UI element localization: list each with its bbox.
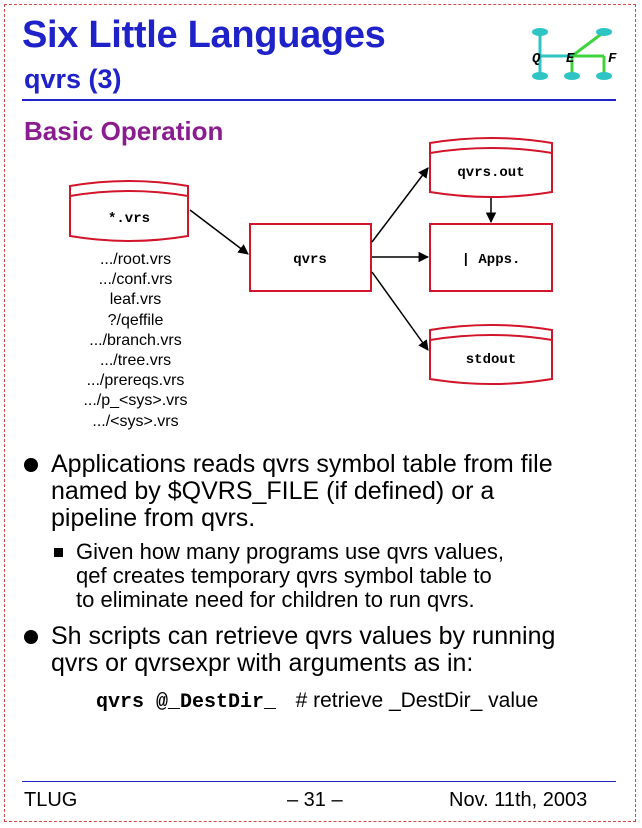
arrow-qvrs-to-out [371,167,429,243]
qvrs-process-box [249,223,372,292]
qvrs-process-label: qvrs [293,252,327,268]
logo-letter-f: F [608,51,617,67]
apps-box [429,223,553,292]
vrs-file-item: .../root.vrs [99,251,172,268]
qvrs-out-shape [429,147,553,154]
bullet-line: qvrs or qvrsexpr with arguments as in: [51,649,474,677]
page-title: Six Little Languages [22,14,386,56]
vrs-file-item: .../branch.vrs [89,331,182,349]
vrs-file-item: leaf.vrs [109,291,162,309]
footer-page-number: – 31 – [287,789,343,811]
page-frame [4,4,636,822]
logo-node [596,28,612,36]
logo-node [596,72,612,80]
qvrs-out-label: qvrs.out [457,165,524,181]
footer-rule [22,781,616,782]
logo-letter-e: E [566,51,575,67]
input-file-shape [69,180,189,242]
arrow-input-to-qvrs [189,209,249,255]
header-rule [22,99,616,101]
footer-date: Nov. 11th, 2003 [449,789,588,811]
bullet-dot-icon [24,630,38,644]
vrs-file-item: ?/qeffile [107,311,164,329]
logo-edge [571,30,605,58]
code-command: qvrs @_DestDir_ [96,691,277,714]
logo-node [564,72,580,80]
vrs-file-item: .../conf.vrs [98,271,173,289]
flow-diagram: *.vrs qvrs qvrs.out | Apps. stdout [69,137,553,385]
footer-left: TLUG [24,789,78,811]
qef-logo: Q E F [532,28,617,80]
input-file-label: *.vrs [108,211,150,227]
vrs-file-item: .../<sys>.vrs [92,412,179,430]
bullet-dot-icon [24,458,38,472]
arrow-qvrs-to-stdout [371,271,429,351]
qvrs-out-shape [429,137,553,198]
sub-bullet-line: qef creates temporary qvrs symbol table … [76,563,492,588]
bullet-line: Sh scripts can retrieve qvrs values by r… [51,622,556,650]
logo-node [532,28,548,36]
logo-node [532,72,548,80]
logo-letter-q: Q [532,51,541,67]
bullet-line: pipeline from qvrs. [51,504,256,532]
sub-bullet-square-icon [54,548,63,557]
stdout-shape [429,324,553,385]
vrs-file-item: .../p_<sys>.vrs [83,392,188,410]
vrs-file-item: .../prereqs.vrs [86,372,185,390]
apps-label: | Apps. [462,252,521,268]
input-file-shape [69,190,189,197]
bullet-line: named by $QVRS_FILE (if defined) or a [51,477,495,505]
vrs-file-item: .../tree.vrs [99,352,172,370]
vrs-file-list: .../root.vrs .../conf.vrs leaf.vrs ?/qef… [48,250,223,432]
sub-bullet-line: to eliminate need for children to run qv… [76,587,475,612]
bullet-line: Applications reads qvrs symbol table fro… [51,450,553,478]
stdout-shape [429,334,553,341]
code-example: qvrs @_DestDir_ # retrieve _DestDir_ val… [96,689,538,714]
section-heading: Basic Operation [24,116,224,146]
code-comment: # retrieve _DestDir_ value [295,689,539,712]
stdout-label: stdout [466,352,516,368]
page-subtitle: qvrs (3) [24,64,122,94]
sub-bullet-line: Given how many programs use qvrs values, [76,539,504,564]
